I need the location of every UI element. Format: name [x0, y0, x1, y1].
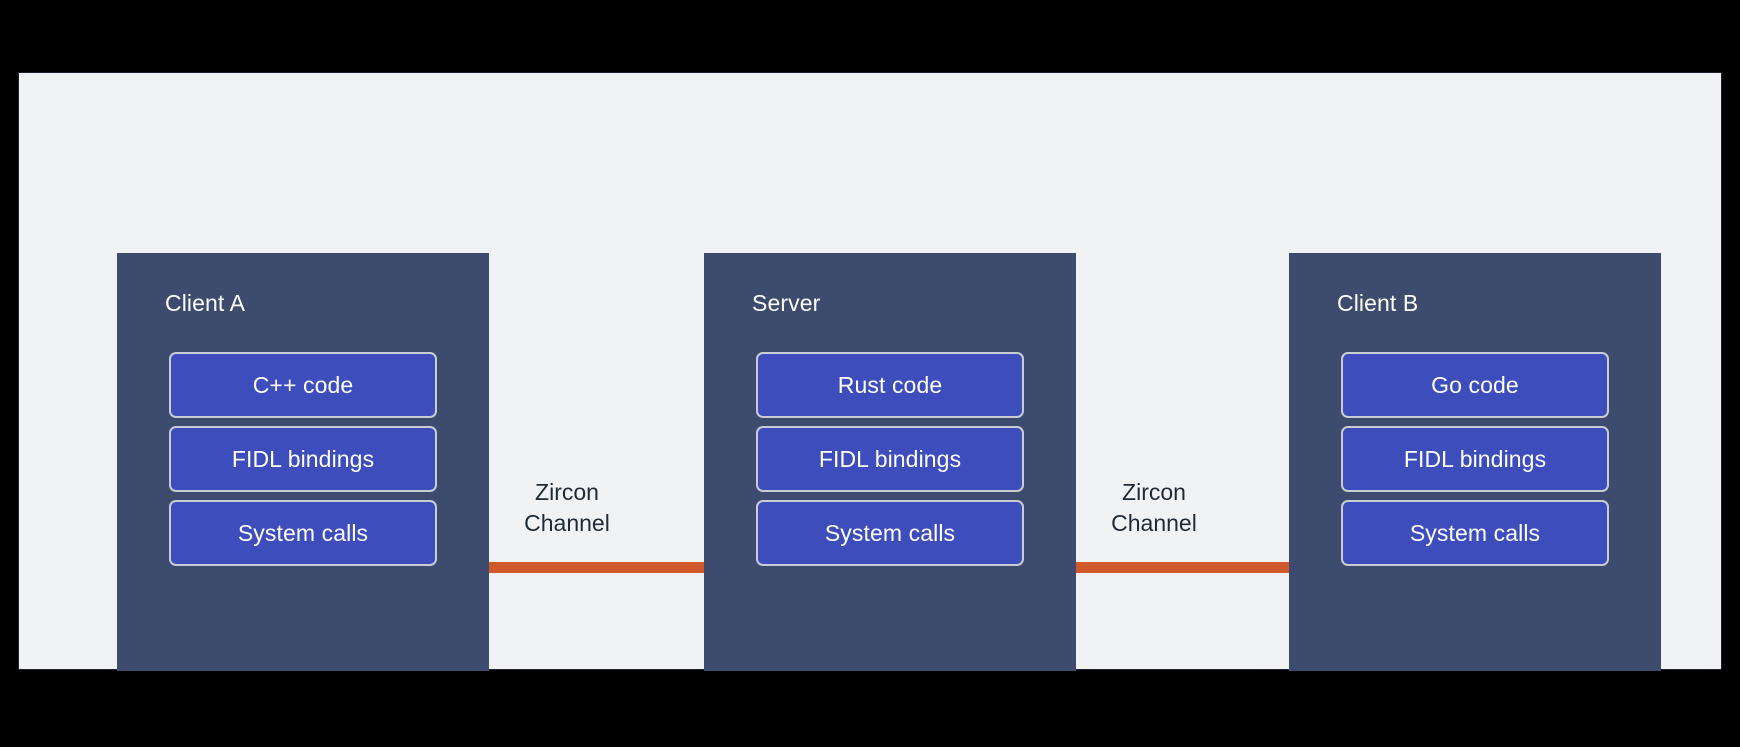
box-go-code[interactable]: Go code [1341, 352, 1609, 418]
panel-box-list-server: Rust code FIDL bindings System calls [756, 352, 1024, 566]
panel-client-a: Client A C++ code FIDL bindings System c… [117, 253, 489, 671]
panel-box-list-client-b: Go code FIDL bindings System calls [1341, 352, 1609, 566]
panel-box-list-client-a: C++ code FIDL bindings System calls [169, 352, 437, 566]
box-rust-code[interactable]: Rust code [756, 352, 1024, 418]
box-system-calls-client-a[interactable]: System calls [169, 500, 437, 566]
box-fidl-bindings-client-a[interactable]: FIDL bindings [169, 426, 437, 492]
zircon-channel-connector-left [417, 562, 717, 573]
zircon-channel-label-left-line2: Channel [524, 510, 610, 536]
diagram-canvas: Client A C++ code FIDL bindings System c… [18, 72, 1722, 671]
panel-title-client-b: Client B [1337, 290, 1419, 316]
zircon-channel-label-right: Zircon Channel [1064, 477, 1244, 539]
panel-server: Server Rust code FIDL bindings System ca… [704, 253, 1076, 671]
panel-client-b: Client B Go code FIDL bindings System ca… [1289, 253, 1661, 671]
box-fidl-bindings-server[interactable]: FIDL bindings [756, 426, 1024, 492]
zircon-channel-label-left: Zircon Channel [477, 477, 657, 539]
panel-title-server: Server [752, 290, 821, 316]
box-system-calls-server[interactable]: System calls [756, 500, 1024, 566]
box-system-calls-client-b[interactable]: System calls [1341, 500, 1609, 566]
box-fidl-bindings-client-b[interactable]: FIDL bindings [1341, 426, 1609, 492]
zircon-channel-label-right-line2: Channel [1111, 510, 1197, 536]
zircon-channel-label-right-line1: Zircon [1122, 479, 1186, 505]
panel-title-client-a: Client A [165, 290, 246, 316]
box-cpp-code[interactable]: C++ code [169, 352, 437, 418]
zircon-channel-connector-right [1004, 562, 1304, 573]
zircon-channel-label-left-line1: Zircon [535, 479, 599, 505]
